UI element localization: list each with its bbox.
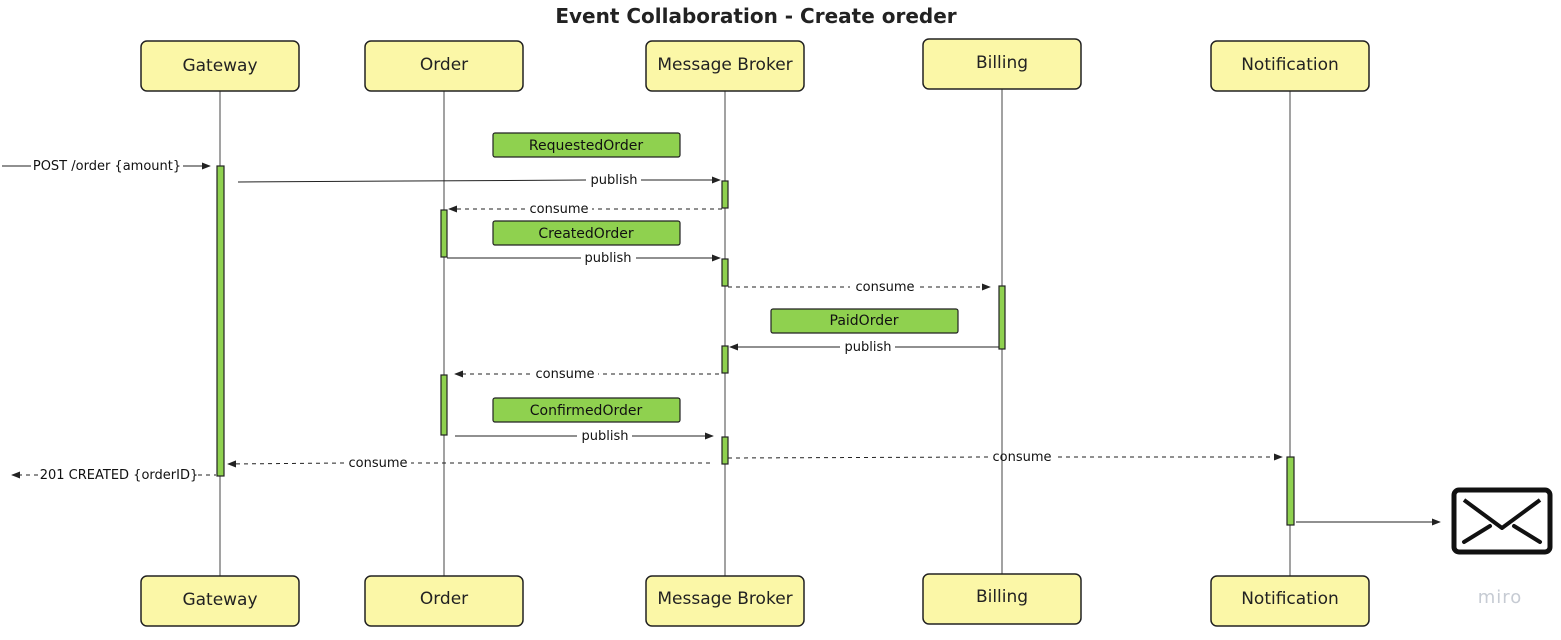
participant-billing-bottom[interactable]: Billing — [922, 573, 1082, 625]
consume-confirmed-gateway-arrow — [227, 460, 345, 468]
event-label: RequestedOrder — [529, 138, 643, 154]
event-label: PaidOrder — [830, 313, 899, 329]
participant-label: Order — [420, 55, 468, 75]
activation-broker-3 — [721, 345, 729, 374]
participant-billing-top[interactable]: Billing — [922, 38, 1082, 90]
consume-label: consume — [529, 202, 588, 217]
participants-top: Gateway Order Message Broker Billing Not… — [140, 38, 1370, 92]
participant-label: Notification — [1241, 55, 1339, 75]
activation-broker-1 — [721, 180, 729, 209]
participant-notification-bottom[interactable]: Notification — [1210, 575, 1370, 627]
participant-label: Gateway — [182, 590, 257, 610]
publish-requested-line — [237, 179, 587, 183]
message-labels: POST /order {amount} publish consume pub… — [33, 159, 1052, 483]
publish-label: publish — [591, 173, 638, 188]
consume-confirmed-notification-line — [727, 456, 989, 459]
activation-gateway — [216, 165, 225, 477]
event-label: CreatedOrder — [538, 226, 633, 242]
participant-broker-bottom[interactable]: Message Broker — [645, 575, 805, 627]
participant-label: Message Broker — [657, 589, 792, 609]
activations — [216, 165, 1295, 526]
miro-logo: miro — [1478, 587, 1523, 608]
publish-label: publish — [585, 251, 632, 266]
participant-gateway-bottom[interactable]: Gateway — [140, 575, 300, 627]
consume-label: consume — [348, 456, 407, 471]
participant-label: Gateway — [182, 56, 257, 76]
publish-label: publish — [582, 429, 629, 444]
participants-bottom: Gateway Order Message Broker Billing Not… — [140, 573, 1370, 627]
activation-broker-4 — [721, 436, 729, 465]
participant-broker-top[interactable]: Message Broker — [645, 40, 805, 92]
participant-label: Billing — [976, 587, 1028, 607]
publish-label: publish — [845, 340, 892, 355]
activation-broker-2 — [721, 258, 729, 287]
activation-notification — [1286, 456, 1295, 526]
consume-label: consume — [855, 280, 914, 295]
participant-gateway-top[interactable]: Gateway — [140, 40, 300, 92]
consume-label: consume — [535, 367, 594, 382]
diagram-title: Event Collaboration - Create oreder — [555, 4, 956, 28]
participant-notification-top[interactable]: Notification — [1210, 40, 1370, 92]
event-paid-order[interactable]: PaidOrder — [770, 308, 959, 334]
participant-label: Billing — [976, 53, 1028, 73]
response-label: 201 CREATED {orderID} — [40, 468, 199, 483]
participant-order-top[interactable]: Order — [364, 40, 524, 92]
participant-order-bottom[interactable]: Order — [364, 575, 524, 627]
lifelines — [219, 89, 1291, 576]
event-confirmed-order[interactable]: ConfirmedOrder — [492, 397, 681, 423]
event-label: ConfirmedOrder — [530, 403, 643, 419]
participant-label: Order — [420, 589, 468, 609]
activation-order-2 — [440, 374, 448, 436]
participant-label: Message Broker — [657, 55, 792, 75]
event-requested-order[interactable]: RequestedOrder — [492, 132, 681, 158]
request-label: POST /order {amount} — [33, 159, 181, 174]
participant-label: Notification — [1241, 589, 1339, 609]
envelope-icon[interactable] — [1451, 487, 1553, 555]
event-created-order[interactable]: CreatedOrder — [492, 220, 681, 246]
activation-order-1 — [440, 209, 448, 258]
events: RequestedOrder CreatedOrder PaidOrder Co… — [492, 132, 959, 423]
messages — [2, 162, 1441, 526]
consume-label: consume — [992, 450, 1051, 465]
activation-billing — [998, 285, 1006, 350]
